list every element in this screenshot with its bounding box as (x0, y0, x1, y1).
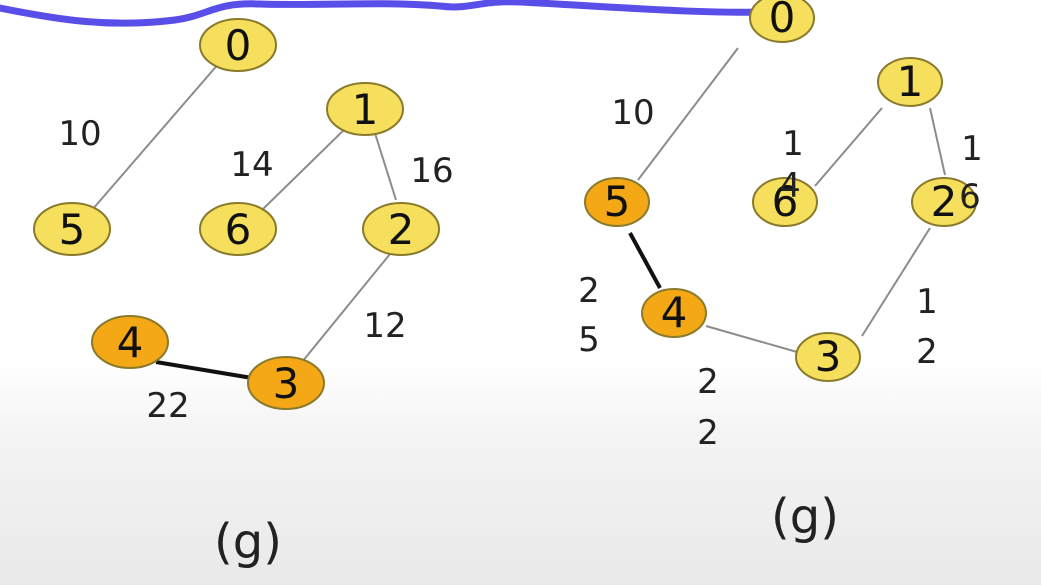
right-node-6-label: 6 (772, 177, 799, 226)
left-node-5-label: 5 (59, 205, 86, 254)
left-node-3: 3 (247, 356, 325, 410)
right-node-2: 2 (911, 177, 977, 227)
left-node-0-shape (199, 18, 277, 72)
right-weight-5-4-a: 2 (578, 271, 600, 311)
right-edge-4-3 (705, 325, 798, 353)
right-edge-0-5 (637, 47, 739, 181)
right-weight-2-3-a: 1 (916, 282, 938, 322)
right-weight-4-3-a: 2 (697, 362, 719, 402)
marker-stroke (0, 0, 784, 27)
left-caption: (g) (214, 514, 282, 570)
right-node-0-shape (749, 0, 815, 43)
left-edge-1-6 (261, 123, 351, 211)
right-node-5-label: 5 (604, 177, 631, 226)
left-node-1: 1 (326, 82, 404, 136)
left-edge-4-3 (155, 360, 253, 380)
right-node-3: 3 (795, 332, 861, 382)
right-node-4-label: 4 (661, 288, 688, 337)
right-edge-2-3 (861, 227, 931, 337)
left-node-0: 0 (199, 18, 277, 72)
left-node-3-shape (247, 356, 325, 410)
right-weights: 10 1 4 1 6 1 2 2 5 2 2 (578, 93, 983, 453)
right-node-5-shape (584, 177, 650, 227)
left-node-2: 2 (362, 202, 440, 256)
right-graph: 0 1 5 6 2 4 3 (578, 0, 983, 545)
right-edge-1-2 (929, 107, 946, 176)
left-node-2-shape (362, 202, 440, 256)
right-node-1: 1 (877, 57, 943, 107)
right-node-5: 5 (584, 177, 650, 227)
left-node-4-label: 4 (117, 318, 144, 367)
left-node-2-label: 2 (388, 205, 415, 254)
left-weight-1-2: 16 (410, 151, 453, 191)
left-node-6-label: 6 (225, 205, 252, 254)
left-weight-2-3: 12 (363, 306, 406, 346)
right-node-6: 6 (752, 177, 818, 227)
left-graph: 0 1 5 6 2 4 3 (33, 18, 454, 570)
right-weight-1-2-a: 1 (961, 129, 983, 169)
right-weight-1-6-a: 1 (782, 124, 804, 164)
right-node-0-label: 0 (769, 0, 796, 42)
right-node-2-shape (911, 177, 977, 227)
right-node-3-shape (795, 332, 861, 382)
left-edge-0-5 (91, 61, 221, 211)
left-node-6: 6 (199, 202, 277, 256)
left-weight-0-5: 10 (58, 114, 101, 154)
right-node-4: 4 (641, 288, 707, 338)
left-edge-2-3 (301, 253, 391, 363)
left-node-0-label: 0 (225, 21, 252, 70)
left-node-5-shape (33, 202, 111, 256)
right-node-4-shape (641, 288, 707, 338)
right-node-0: 0 (749, 0, 815, 43)
right-weight-1-6-b: 4 (779, 166, 801, 206)
left-node-1-shape (326, 82, 404, 136)
left-node-6-shape (199, 202, 277, 256)
right-weight-0-5: 10 (611, 93, 654, 133)
right-node-1-shape (877, 57, 943, 107)
left-node-4-shape (91, 315, 169, 369)
left-nodes: 0 1 5 6 2 4 3 (33, 18, 440, 410)
right-node-2-label: 2 (931, 177, 958, 226)
right-node-6-shape (752, 177, 818, 227)
right-weight-5-4-b: 5 (578, 320, 600, 360)
right-nodes: 0 1 5 6 2 4 3 (584, 0, 977, 382)
right-weight-2-3-b: 2 (916, 332, 938, 372)
left-edges (91, 61, 397, 380)
left-node-5: 5 (33, 202, 111, 256)
left-node-1-label: 1 (352, 85, 379, 134)
right-node-1-label: 1 (897, 57, 924, 106)
left-node-4: 4 (91, 315, 169, 369)
right-edge-1-6 (814, 107, 883, 187)
left-weight-4-3: 22 (146, 386, 189, 426)
right-weight-1-2-b: 6 (959, 177, 981, 217)
left-edge-1-2 (373, 129, 397, 201)
left-weights: 10 14 16 12 22 (58, 114, 453, 426)
left-weight-1-6: 14 (230, 145, 273, 185)
right-caption: (g) (771, 489, 839, 545)
right-weight-4-3-b: 2 (697, 413, 719, 453)
right-edge-5-4 (628, 232, 662, 289)
right-edges (628, 47, 946, 353)
left-node-3-label: 3 (273, 359, 300, 408)
right-node-3-label: 3 (815, 332, 842, 381)
